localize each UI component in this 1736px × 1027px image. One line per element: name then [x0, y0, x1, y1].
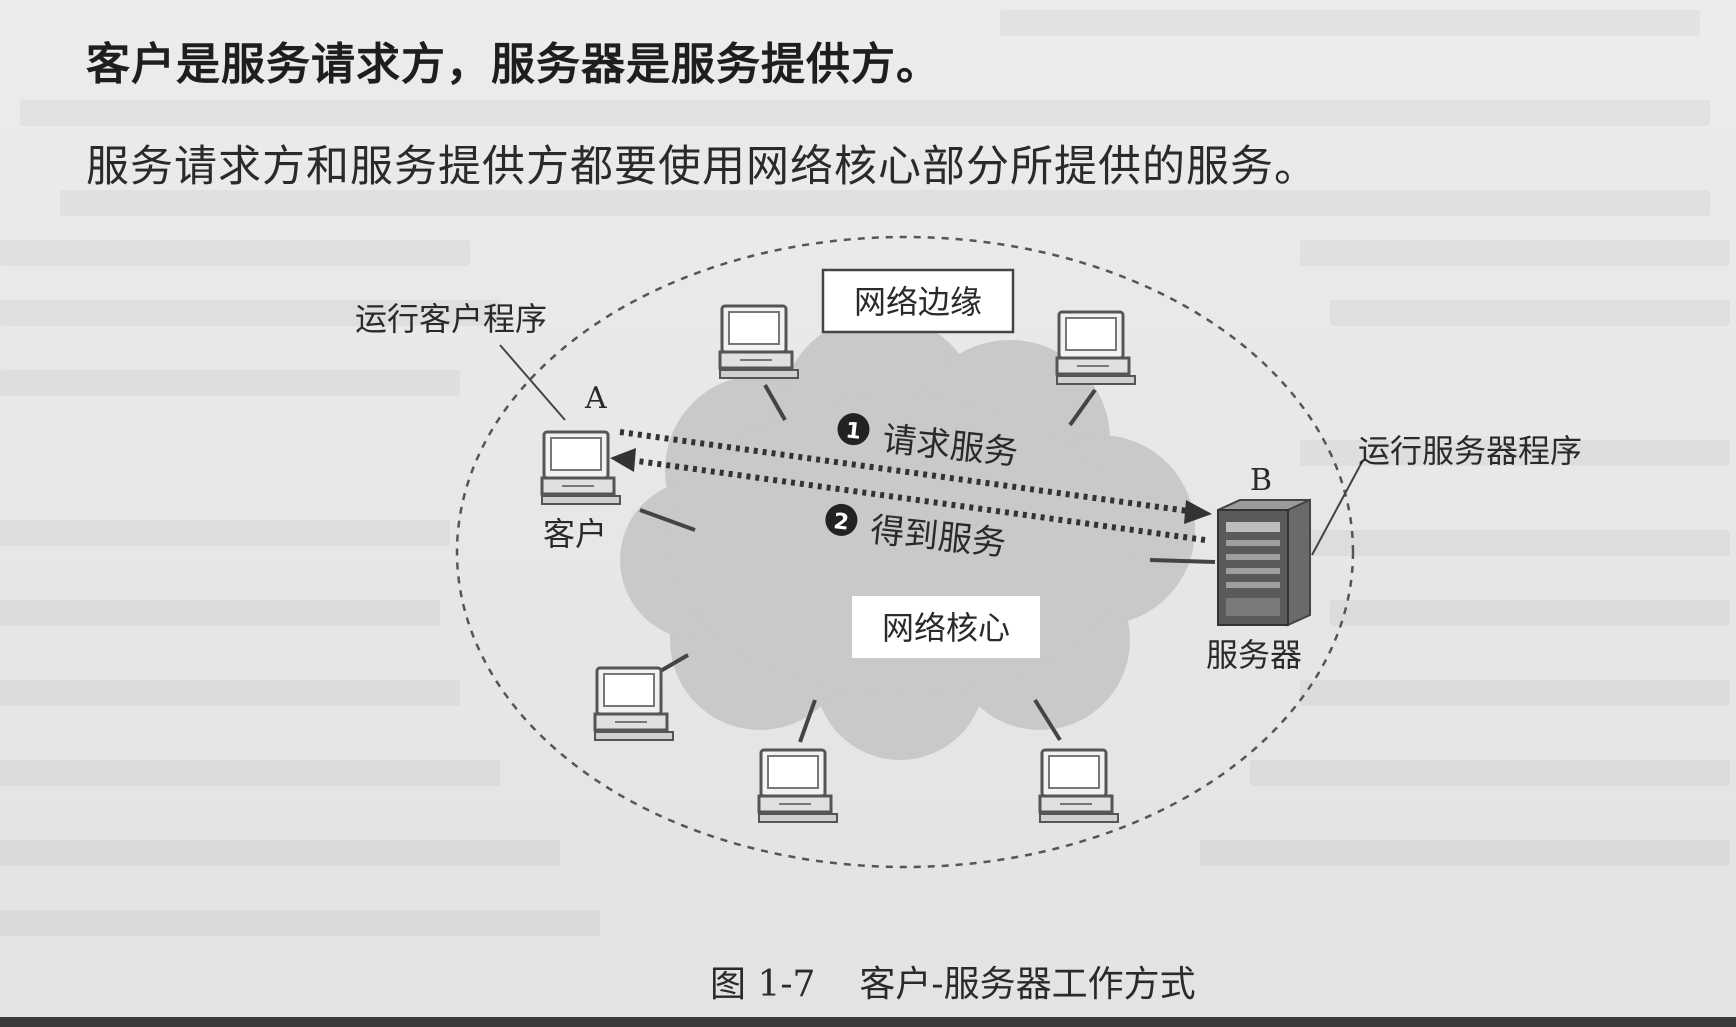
leader-run-client: [499, 344, 566, 421]
host-b-label: B: [1250, 463, 1272, 498]
pc-top-left: [718, 304, 800, 380]
link-bottom-right: [1033, 698, 1062, 742]
client-a-pc: [540, 430, 622, 506]
step1-badge: [837, 413, 870, 446]
pc-bottom-mid: [757, 748, 839, 824]
step1-number: 1: [844, 418, 862, 444]
network-core-box: [852, 596, 1040, 658]
server-b: [1217, 498, 1311, 627]
leader-run-server: [1311, 461, 1363, 556]
link-server-b: [1149, 558, 1216, 564]
run-client-label: 运行客户程序: [355, 300, 547, 338]
network-edge-label: 网络边缘: [854, 283, 982, 321]
pc-top-right: [1055, 310, 1137, 386]
link-top-left: [763, 384, 787, 421]
figure-title: 客户-服务器工作方式: [859, 964, 1196, 1005]
link-bottom-mid: [798, 699, 817, 743]
figure-number: 图 1-7: [710, 964, 816, 1005]
request-arrow: [619, 429, 1212, 524]
network-core-label: 网络核心: [882, 609, 1010, 647]
network-edge-boundary: [455, 235, 1355, 869]
link-client-a: [639, 508, 696, 532]
host-a-label: A: [584, 381, 607, 416]
client-label: 客户: [543, 515, 607, 553]
step2-badge: [825, 503, 858, 536]
bottom-bar: [0, 1017, 1736, 1027]
pc-bottom-right: [1038, 748, 1120, 824]
link-top-right: [1068, 388, 1097, 427]
step2-number: 2: [832, 509, 850, 535]
network-core-cloud: [620, 315, 1195, 760]
network-edge-box: [821, 268, 1015, 334]
access-links: [639, 384, 1216, 743]
response-arrow: [610, 448, 1206, 543]
body-text: 服务请求方和服务提供方都要使用网络核心部分所提供的服务。: [86, 142, 1318, 192]
figure-caption: 图 1-7 客户-服务器工作方式: [710, 955, 1196, 1007]
pc-bottom-left: [593, 666, 675, 742]
run-server-label: 运行服务器程序: [1358, 432, 1582, 470]
headline-text: 客户是服务请求方，服务器是服务提供方。: [86, 39, 941, 90]
server-label: 服务器: [1206, 636, 1302, 674]
